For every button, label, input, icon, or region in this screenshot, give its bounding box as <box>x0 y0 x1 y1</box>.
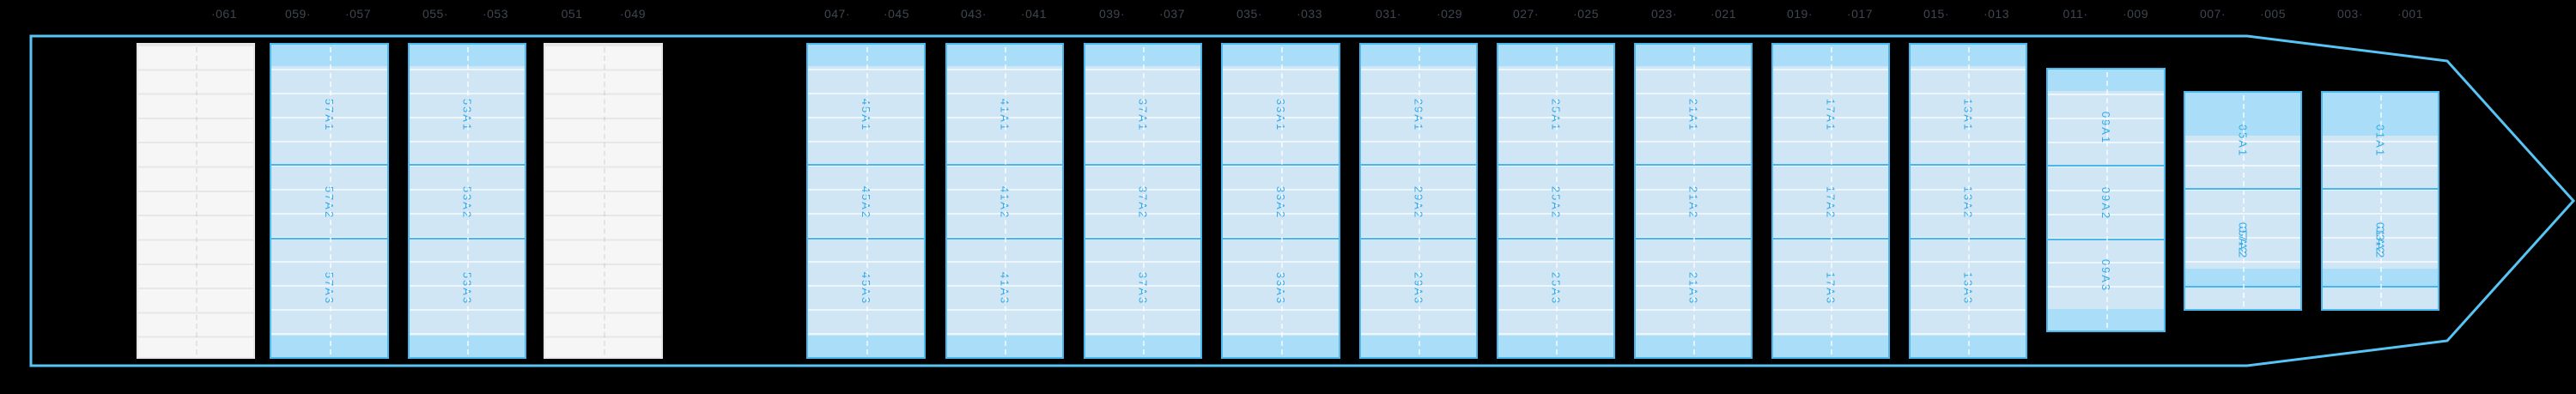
frame-number: ·045 <box>883 7 910 21</box>
frame-number: ·049 <box>619 7 647 21</box>
frame-number: 027· <box>1512 7 1540 21</box>
center-dashed-line <box>1556 47 1558 355</box>
frame-number: ·021 <box>1710 7 1737 21</box>
frame-number: ·061 <box>210 7 238 21</box>
hull-polygon <box>29 34 2576 367</box>
center-dashed-line <box>2105 72 2108 328</box>
frame-number: ·057 <box>344 7 372 21</box>
frame-number: 051 <box>561 7 583 21</box>
center-dashed-line <box>1831 47 1832 355</box>
bay-61[interactable] <box>137 43 255 359</box>
frame-number: 055· <box>422 7 449 21</box>
frame-number: ·037 <box>1158 7 1186 21</box>
center-dashed-line <box>603 47 605 355</box>
center-dashed-line <box>1280 47 1283 355</box>
frame-number: 047· <box>823 7 851 21</box>
frame-number: ·001 <box>2397 7 2424 21</box>
frame-number: ·017 <box>1846 7 1874 21</box>
frame-number: ·029 <box>1436 7 1463 21</box>
center-dashed-line <box>196 47 197 355</box>
center-dashed-line <box>1968 47 1970 355</box>
frame-number: 003· <box>2336 7 2364 21</box>
center-dashed-line <box>2380 95 2382 306</box>
frame-number: 007· <box>2199 7 2227 21</box>
center-dashed-line <box>2243 95 2245 306</box>
frame-number: ·041 <box>1020 7 1048 21</box>
frame-number: 039· <box>1098 7 1126 21</box>
frame-number: ·033 <box>1296 7 1323 21</box>
center-dashed-line <box>467 47 469 355</box>
center-dashed-line <box>1005 47 1006 355</box>
frame-number: 059· <box>284 7 312 21</box>
center-dashed-line <box>866 47 868 355</box>
frame-number: 035· <box>1236 7 1263 21</box>
frame-number: ·005 <box>2259 7 2287 21</box>
center-dashed-line <box>1143 47 1145 355</box>
center-dashed-line <box>329 47 331 355</box>
center-dashed-line <box>1693 47 1695 355</box>
frame-number: 011· <box>2063 7 2088 21</box>
frame-number: 031· <box>1375 7 1402 21</box>
frame-number: 023· <box>1650 7 1678 21</box>
frame-number: ·009 <box>2122 7 2149 21</box>
frame-number: ·053 <box>482 7 509 21</box>
frame-number: 015· <box>1923 7 1950 21</box>
frame-number: 019· <box>1786 7 1814 21</box>
bay-49[interactable] <box>544 43 663 359</box>
frame-number: ·025 <box>1572 7 1600 21</box>
frame-number: ·013 <box>1983 7 2010 21</box>
frame-number: 043· <box>960 7 987 21</box>
center-dashed-line <box>1419 47 1420 355</box>
